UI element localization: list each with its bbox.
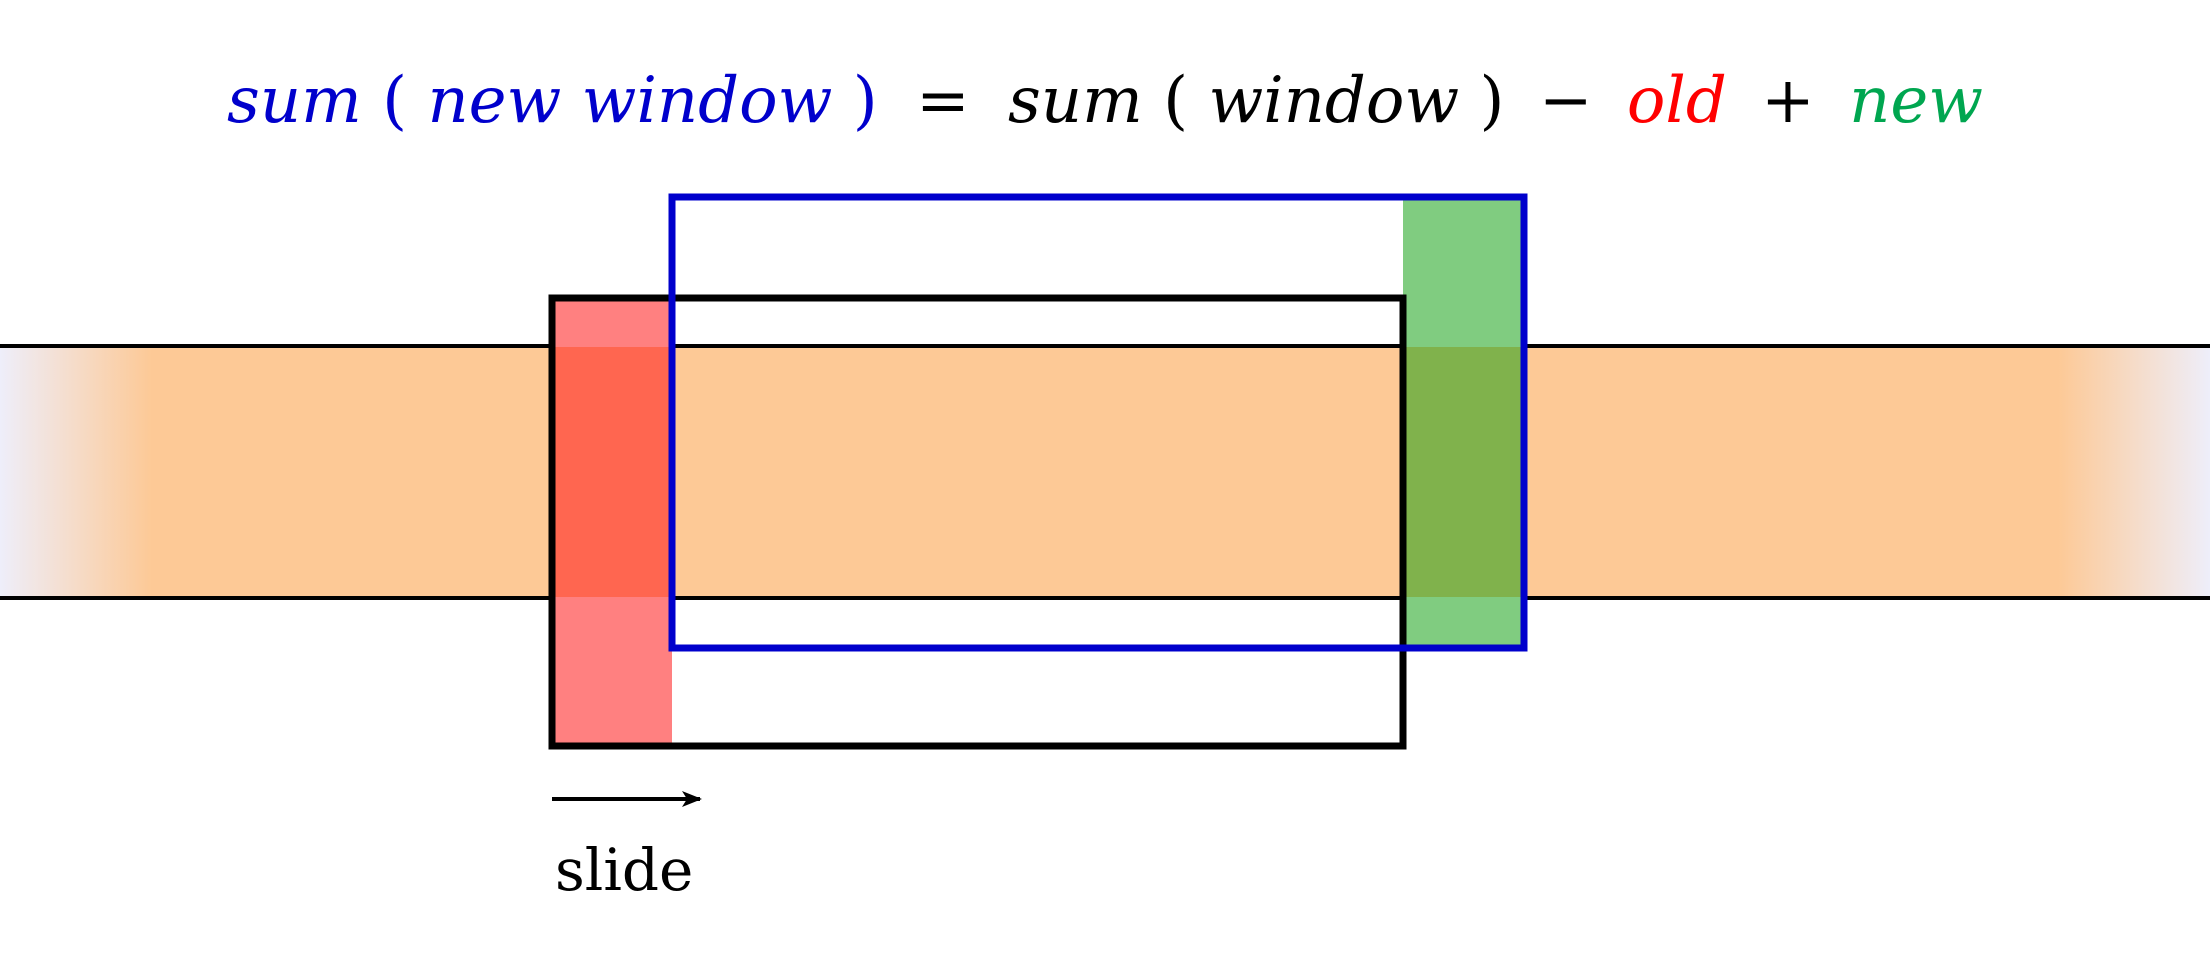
new-element-overlap [1403, 347, 1524, 597]
old-element-overlap [552, 347, 672, 597]
array-band-body [151, 347, 2059, 597]
array-fade-right [2058, 347, 2210, 597]
formula-rhs-paren-open: ( [1163, 64, 1188, 138]
formula-lhs-paren-close: ) [853, 64, 878, 138]
formula: sum ( new window ) = sum ( window ) − ol… [227, 64, 1983, 138]
current-window-frame [548, 294, 1407, 750]
slide-label: slide [555, 836, 693, 904]
formula-rhs-arg: window [1208, 64, 1459, 138]
formula-minus: − [1539, 64, 1593, 138]
formula-lhs-arg: new window [427, 64, 832, 138]
formula-equals: = [916, 64, 970, 138]
formula-lhs-func: sum [227, 64, 362, 138]
array-band [0, 344, 2210, 600]
formula-old: old [1627, 64, 1727, 138]
formula-plus: + [1761, 64, 1815, 138]
formula-new: new [1849, 64, 1983, 138]
formula-rhs-paren-close: ) [1480, 64, 1505, 138]
new-window-frame [668, 193, 1528, 652]
formula-lhs-paren-open: ( [382, 64, 407, 138]
formula-rhs-func: sum [1008, 64, 1143, 138]
array-fade-left [0, 347, 152, 597]
